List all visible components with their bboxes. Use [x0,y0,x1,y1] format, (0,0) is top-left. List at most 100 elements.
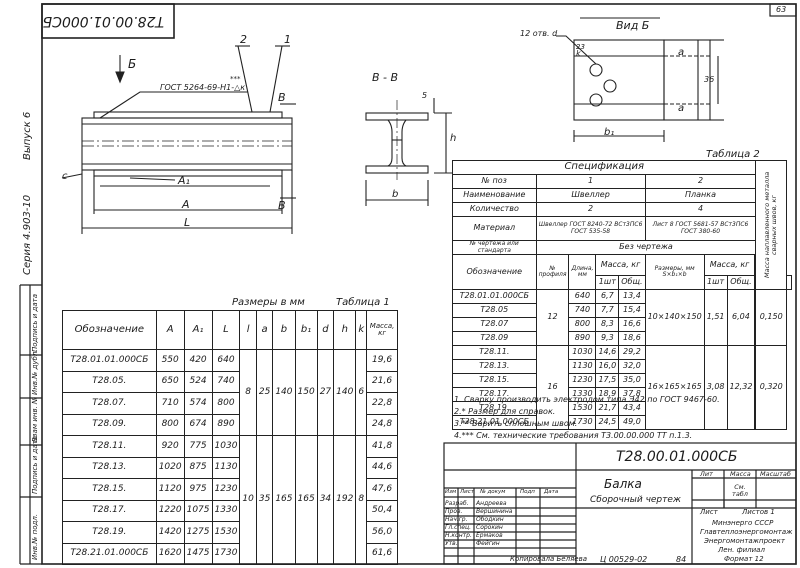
spec-h-length: Длина, мм [568,254,597,290]
spec-qty1: 2 [535,202,646,217]
stamp-scale: Масштаб [760,470,791,478]
cell-mass: 56,0 [366,521,398,544]
cell-a1: 674 [183,413,213,436]
stamp-name: Андреева [476,500,507,507]
spec-h-total: Общ. [618,275,646,290]
cell-b-group1: 140 [272,349,296,436]
spec-mass-total: 49,0 [618,415,646,430]
cell-a: 920 [155,435,185,458]
cell-a: 1420 [155,521,185,544]
dim-c: c [62,171,68,182]
cell-l: 740 [211,370,241,393]
spec-length: 740 [568,303,597,318]
section-title: B - B [372,71,399,84]
cell-designation: Т28.01.01.000СБ [62,349,157,372]
spec-h-1pc2: 1шт [703,275,728,290]
side-sign2: Подпись и дата [31,436,39,494]
spec-row: Количество 2 4 [452,202,792,217]
spec-mass-total: 15,4 [618,303,646,318]
cell-a1: 975 [183,478,213,501]
stamp-role: Нач.гр. [445,516,468,523]
hdr-a: A [155,310,185,350]
spec-length: 1730 [568,415,597,430]
spec-h-1pc: 1шт [595,275,620,290]
cell-b-group2: 165 [272,435,296,565]
spec-mass1: 24,5 [595,415,620,430]
cell-designation: Т28.15. [62,478,157,501]
cell-d-group1: 27 [316,349,335,436]
note-1: 1. Сварку производить электродом типа Э4… [454,395,720,404]
stamp-subtitle: Сборочный чертеж [590,495,682,505]
spec-mass-total: 35,0 [618,373,646,388]
stamp-name: Вершинина [476,508,513,515]
cell-d-group2: 34 [316,435,335,565]
cell-h-group2: 192 [333,435,357,565]
dim-k: k [576,49,581,58]
note-2: 2.* Размер для справок. [454,407,556,416]
view-b-title: Вид Б [616,19,650,32]
table1-caption: Таблица 1 [336,297,390,308]
dim-a1: A₁ [178,174,190,187]
hdr-k: k [355,310,368,350]
spec-mass1: 9,3 [595,331,620,346]
cell-a1: 524 [183,370,213,393]
cell-k-group2: 8 [355,435,368,565]
view-b [556,17,724,142]
cell-a: 1020 [155,456,185,479]
hdr-a1: A₁ [183,310,213,350]
footer-number: Ц 00529-02 [600,555,648,564]
spec-mass1: 7,7 [595,303,620,318]
cell-a1: 420 [183,349,213,372]
spec-length: 1230 [568,373,597,388]
dim-a-bottom: a [678,103,685,114]
cell-designation: Т28.19. [62,521,157,544]
hdr-l: L [211,310,241,350]
table2-caption: Таблица 2 [706,149,760,160]
spec-length: 1130 [568,359,597,374]
table1-dims-caption: Размеры в мм [232,297,305,308]
spec-row: № чертежа или стандарта Без чертежа [452,240,792,255]
spec-no-drawing: Без чертежа [535,240,757,255]
cell-a: 1620 [155,542,185,565]
cell-mass: 44,6 [366,456,398,479]
cell-designation: Т28.17. [62,499,157,522]
specification-table: Спецификация Масса наплавленного металла… [451,160,792,430]
spec-profile-group1: 12 [535,289,570,346]
cell-l-group2: 10 [239,435,257,565]
stamp-role: Н.контр. [445,532,472,539]
spec-mass-total: 29,2 [618,345,646,360]
stamp-sheets: Листов 1 [742,508,775,516]
stamp-role: Утв. [445,540,458,547]
spec-mass1: 14,6 [595,345,620,360]
spec-label: № поз [452,174,537,189]
spec-title: Спецификация [451,160,757,175]
stamp-code: Т28.00.01.000СБ [616,449,738,465]
spec-title-row: Спецификация Масса наплавленного металла… [451,160,792,290]
stamp-name: Фейгин [476,540,500,547]
cell-l: 1730 [211,542,241,565]
stamp-col-izm: Изм [445,489,457,495]
stamp-org4: Лен. филиал [718,546,765,554]
section-mark-bottom: B [278,199,286,212]
spec-data-row: Т28.11. 16 1030 14,6 29,2 16×165×165 3,0… [452,345,792,430]
dim-36: 36 [704,75,715,84]
spec-length: 1530 [568,401,597,416]
footer-copied: Копировала Беляева [510,555,588,563]
cell-h-group1: 140 [333,349,357,436]
stamp-col-sign: Подп [520,489,535,495]
cell-a1: 574 [183,392,213,415]
hdr-designation: Обозначение [62,310,157,350]
cell-a: 550 [155,349,185,372]
cell-b1-group1: 150 [294,349,318,436]
spec-weld-mass-header: Масса наплавленного металла сварных швов… [755,160,787,290]
spec-designation: Т28.21.01.000СБ [452,415,537,430]
hdr-b1: b₁ [294,310,318,350]
spec-size-group2: 16×165×165 [644,345,705,430]
spec-length: 1030 [568,345,597,360]
spec-h-mass: Масса, кг [595,254,646,276]
spec-row: № поз 1 2 [452,174,792,189]
spec-mass-total: 16,6 [618,317,646,332]
